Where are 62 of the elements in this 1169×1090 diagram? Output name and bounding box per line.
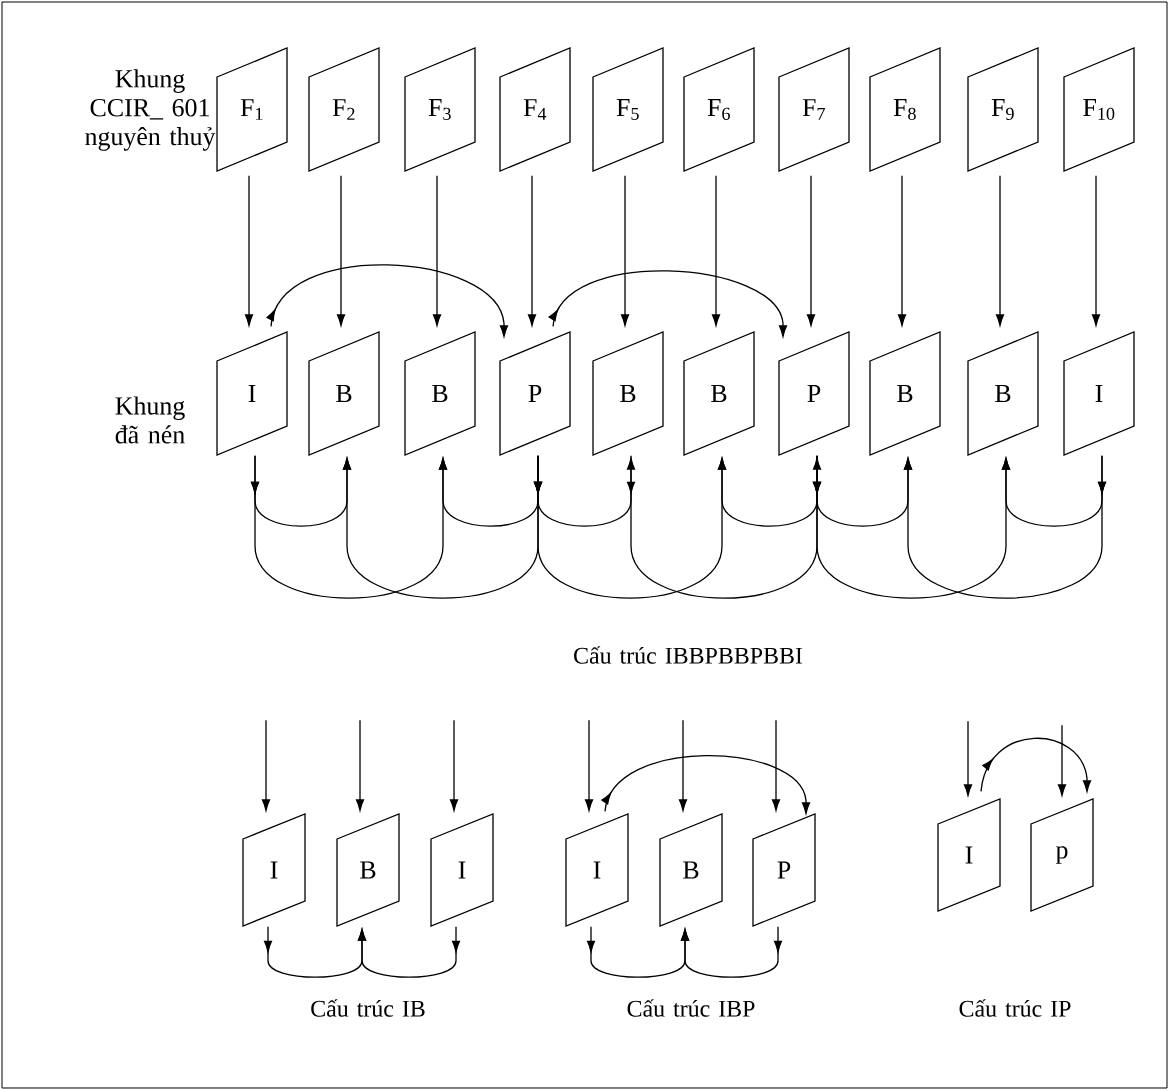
frame-parallelogram: B xyxy=(659,813,723,927)
frame-parallelogram: P xyxy=(752,813,816,927)
row-label: Khung đã nén xyxy=(115,396,185,444)
structure-caption: Cấu trúc IP xyxy=(959,999,1071,1017)
arrow xyxy=(357,926,461,978)
arrow xyxy=(897,175,907,326)
arrow xyxy=(336,175,346,326)
arrow xyxy=(1057,724,1067,796)
arrow xyxy=(903,455,1107,599)
frame-parallelogram: P xyxy=(499,331,571,456)
frame-parallelogram: B xyxy=(336,813,400,927)
frame-parallelogram: F$_{2}$ xyxy=(308,47,380,172)
arrow xyxy=(806,175,816,326)
frame-parallelogram: B xyxy=(869,331,941,456)
arrow xyxy=(678,719,688,811)
frame-parallelogram: B xyxy=(308,331,380,456)
arrow xyxy=(680,926,783,978)
arrow xyxy=(584,719,594,811)
arrow xyxy=(449,719,459,811)
arrow xyxy=(1091,175,1101,326)
arrow xyxy=(995,175,1005,326)
arrow xyxy=(355,719,365,811)
arrow xyxy=(250,455,448,599)
frame-parallelogram: F$_{8}$ xyxy=(869,47,941,172)
arrow xyxy=(244,175,254,326)
arrow xyxy=(432,175,442,326)
frame-parallelogram: F$_{5}$ xyxy=(592,47,664,172)
frame-parallelogram: I xyxy=(216,331,288,456)
frame-parallelogram: F$_{9}$ xyxy=(967,47,1039,172)
arrow xyxy=(963,720,973,796)
frame-parallelogram: P xyxy=(778,331,850,456)
arrow xyxy=(812,455,1011,599)
arrow xyxy=(548,270,788,337)
structure-caption: Cấu trúc IBBPBBPBBI xyxy=(574,646,803,664)
arrow xyxy=(620,175,630,326)
frame-parallelogram: F$_{6}$ xyxy=(683,47,755,172)
frame-parallelogram: I xyxy=(937,798,1001,912)
arrow xyxy=(261,719,271,811)
frame-parallelogram: I xyxy=(565,813,629,927)
frame-parallelogram: I xyxy=(1063,331,1135,456)
frame-parallelogram: I xyxy=(242,813,306,927)
arrow xyxy=(980,737,1092,792)
arrow xyxy=(771,719,781,811)
frame-parallelogram: F$_{3}$ xyxy=(404,47,476,172)
arrow xyxy=(601,754,811,814)
frame-parallelogram: B xyxy=(967,331,1039,456)
frame-parallelogram: B xyxy=(592,331,664,456)
arrow xyxy=(626,455,822,599)
frame-parallelogram: p xyxy=(1030,798,1094,912)
frame-parallelogram: F$_{4}$ xyxy=(499,47,571,172)
arrow xyxy=(527,175,537,326)
frame-parallelogram: F$_{1}$ xyxy=(216,47,288,172)
structure-caption: Cấu trúc IB xyxy=(311,999,425,1017)
arrow xyxy=(533,455,727,599)
frame-parallelogram: F$_{7}$ xyxy=(778,47,850,172)
frame-parallelogram: B xyxy=(683,331,755,456)
arrow xyxy=(266,264,509,337)
arrow xyxy=(711,175,721,326)
frame-parallelogram: I xyxy=(430,813,494,927)
structure-caption: Cấu trúc IBP xyxy=(627,999,755,1017)
frame-parallelogram: F$_{10}$ xyxy=(1063,47,1135,172)
frame-parallelogram: B xyxy=(404,331,476,456)
